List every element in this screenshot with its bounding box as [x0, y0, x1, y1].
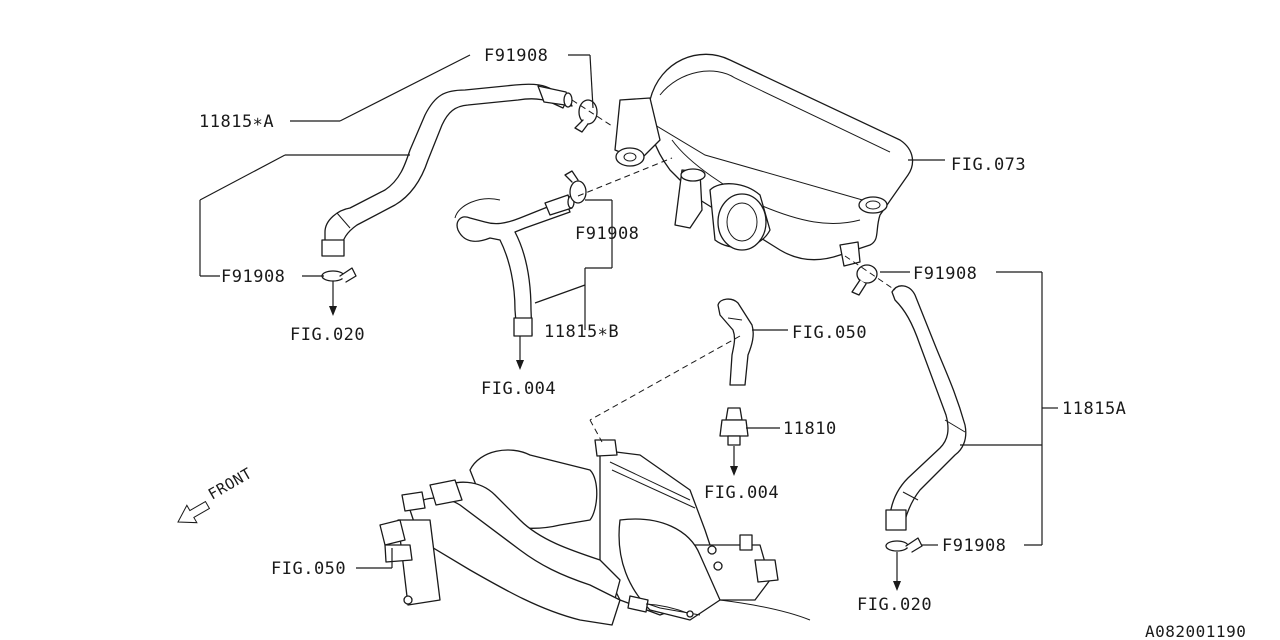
label-front: FRONT	[205, 464, 255, 503]
label-fig-020-right: FIG.020	[857, 595, 932, 615]
label-hose-11815a: 11815A	[1062, 399, 1126, 419]
label-fig-004-mid: FIG.004	[704, 483, 779, 503]
label-fig-050-bottom: FIG.050	[271, 559, 346, 579]
clamp-icon-top	[574, 99, 598, 133]
clamp-icon-right-top	[851, 264, 878, 296]
label-fig-073: FIG.073	[951, 155, 1026, 175]
hose-11815-star-b	[454, 194, 575, 337]
hose-11815a	[885, 285, 967, 531]
label-clamp-top: F91908	[484, 46, 548, 66]
hose-11815-star-a	[321, 83, 573, 257]
air-cleaner-case	[614, 53, 914, 267]
pcv-valve-11810	[719, 407, 749, 446]
clamp-icon-mid	[564, 170, 587, 204]
clamp-icon-left	[321, 267, 357, 283]
hose-small-fig050	[717, 298, 754, 386]
leader-lines	[199, 54, 1058, 591]
label-fig-050-top: FIG.050	[792, 323, 867, 343]
intake-manifold	[379, 439, 811, 626]
label-clamp-mid: F91908	[575, 224, 639, 244]
label-clamp-left: F91908	[221, 267, 285, 287]
label-clamp-right-top: F91908	[913, 264, 977, 284]
label-fig-020-left: FIG.020	[290, 325, 365, 345]
label-drawing-number: A082001190	[1145, 622, 1246, 640]
label-valve-11810: 11810	[783, 419, 837, 439]
label-clamp-right-bottom: F91908	[942, 536, 1006, 556]
clamp-icon-right-bottom	[885, 537, 923, 553]
front-arrow-icon	[177, 500, 211, 524]
label-fig-004-left: FIG.004	[481, 379, 556, 399]
label-hose-a-star: 11815∗A	[199, 112, 274, 132]
label-hose-b-star: 11815∗B	[544, 322, 619, 342]
